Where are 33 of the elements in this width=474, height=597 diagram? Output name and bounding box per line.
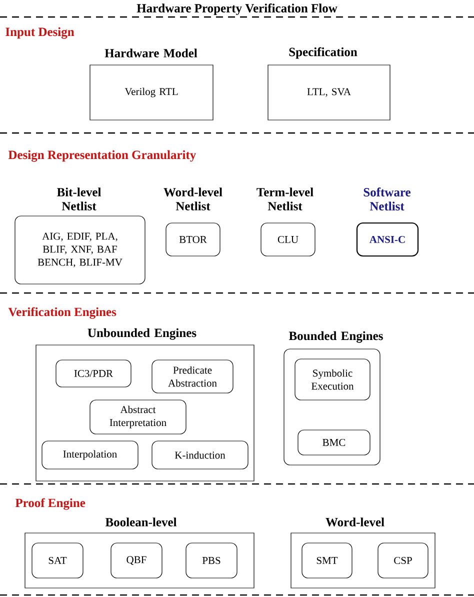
box-heading: Specification <box>289 47 358 59</box>
box-heading: Boolean-level <box>105 518 177 526</box>
engine-box: K-induction <box>152 440 248 470</box>
engine-box: Predicate Abstraction <box>152 360 234 394</box>
engine-box: Abstract Interpretation <box>90 400 186 434</box>
box-heading: Word-level Netlist <box>164 188 222 210</box>
section-heading: Design Representation Granularity <box>8 150 196 162</box>
section-heading: Input Design <box>6 27 74 39</box>
box-heading: Unbounded Engines <box>88 328 196 340</box>
section-heading: Proof Engine <box>15 498 86 510</box>
model-box: Verilog RTL <box>90 64 214 120</box>
box-heading: Hardware Model <box>104 48 198 58</box>
engine-box: Interpolation <box>42 440 138 470</box>
engine-box: Symbolic Execution <box>294 358 370 400</box>
netlist-box: AIG, EDIF, PLA, BLIF, XNF, BAF BENCH, BLIF-MV <box>14 216 146 284</box>
engine-box: IC3/PDR <box>56 360 132 388</box>
netlist-box: ANSI-C <box>356 222 419 257</box>
netlist-box: CLU <box>260 222 316 256</box>
box-heading: Bounded Engines <box>288 331 383 343</box>
solver-box: SMT <box>302 542 352 578</box>
engine-box: BMC <box>298 430 370 456</box>
section-heading: Verification Engines <box>8 307 116 319</box>
specification-box: LTL, SVA <box>268 64 390 120</box>
title: Hardware Property Verification Flow <box>136 4 338 16</box>
solver-box: CSP <box>378 542 428 578</box>
solver-box: SAT <box>32 542 84 578</box>
solver-box: QBF <box>110 542 162 578</box>
box-heading: Software Netlist <box>364 188 411 210</box>
box-heading: Word-level <box>326 518 384 526</box>
netlist-box: BTOR <box>166 222 220 256</box>
box-heading: Term-level Netlist <box>256 188 314 210</box>
box-heading: Bit-level Netlist <box>57 188 101 210</box>
solver-box: PBS <box>186 542 238 578</box>
